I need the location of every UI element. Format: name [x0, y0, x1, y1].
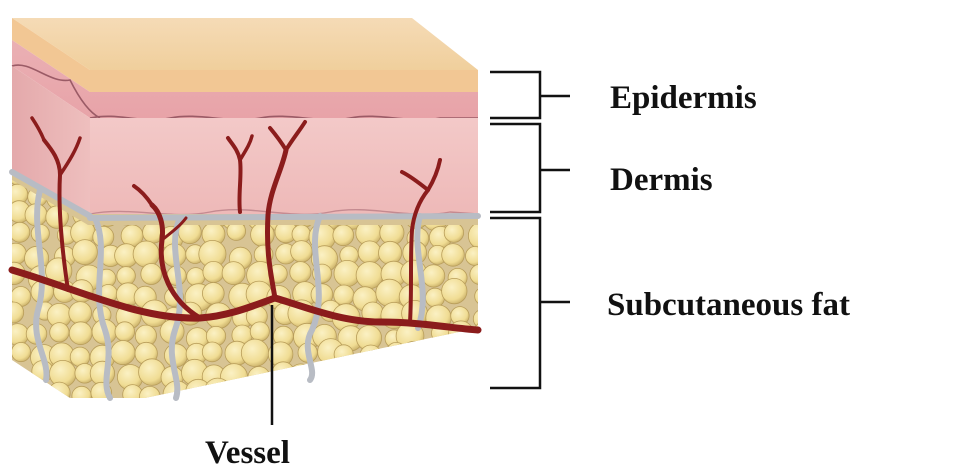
fat-cell — [222, 262, 245, 285]
fat-cell — [401, 341, 427, 367]
skin-top-surface — [12, 18, 478, 92]
fat-cell — [48, 382, 70, 404]
fat-cell — [466, 247, 485, 266]
fat-cell — [111, 341, 135, 365]
fat-cell — [356, 381, 379, 404]
fat-cell — [69, 322, 92, 345]
fat-cell — [425, 386, 449, 410]
fat-cell — [444, 386, 463, 405]
fat-cell — [139, 359, 166, 386]
fat-cell — [10, 369, 30, 389]
fat-cell — [313, 366, 338, 391]
fat-cell — [226, 383, 253, 410]
fat-cell — [248, 385, 268, 405]
subcutaneous-fat-label: Subcutaneous fat — [607, 287, 850, 323]
fat-cell — [248, 367, 270, 389]
fat-cell — [339, 358, 365, 384]
fat-cell — [117, 267, 136, 286]
fat-cell — [386, 342, 406, 362]
fat-cell — [384, 385, 404, 405]
fat-cell — [331, 383, 354, 406]
fat-cell — [471, 364, 489, 382]
fat-cell — [3, 302, 24, 323]
fat-cell — [115, 322, 135, 342]
fat-cell — [204, 378, 231, 405]
fat-cell — [333, 225, 354, 246]
fat-cell — [290, 262, 311, 283]
fat-cell — [444, 364, 467, 387]
fat-cell — [376, 279, 403, 306]
fat-cell — [11, 385, 31, 405]
fat-cell — [72, 240, 97, 265]
fat-cell — [202, 283, 224, 305]
fat-cell — [250, 322, 269, 341]
fat-cell — [360, 345, 382, 367]
fat-cell — [406, 389, 425, 408]
fat-cell — [312, 384, 340, 412]
fat-cell — [426, 345, 451, 370]
fat-cell — [72, 386, 91, 405]
epidermis-label: Epidermis — [610, 80, 757, 116]
fat-cell — [220, 364, 247, 391]
fat-cell — [444, 347, 465, 368]
fat-cell — [5, 243, 26, 264]
fat-cell — [7, 324, 29, 346]
fat-cell — [470, 264, 490, 284]
fat-cell — [468, 222, 496, 250]
vessel-label: Vessel — [205, 435, 290, 471]
fat-cell — [475, 287, 493, 305]
fat-cell — [365, 363, 384, 382]
fat-cell — [358, 241, 381, 264]
fat-cell — [139, 386, 160, 407]
fat-cell — [471, 342, 499, 370]
fat-cell — [133, 241, 159, 267]
fat-cell — [50, 323, 69, 342]
fat-cell — [202, 342, 222, 362]
fat-cell — [11, 343, 30, 362]
fat-cell — [334, 345, 353, 364]
dermis-label: Dermis — [610, 162, 713, 198]
epidermis-bracket — [490, 72, 570, 118]
fat-cell — [444, 223, 463, 242]
fat-cell — [378, 368, 396, 386]
fat-cell — [292, 382, 313, 403]
fat-cell — [90, 361, 114, 385]
fat-cell — [468, 387, 487, 406]
fat-cell — [442, 244, 465, 267]
fat-cell — [379, 241, 402, 264]
fat-cell — [422, 265, 444, 287]
fat-cell — [187, 268, 205, 286]
dermis-bracket — [490, 124, 570, 212]
fat-cell — [241, 339, 268, 366]
fat-cell — [69, 302, 92, 325]
fat-cell — [251, 223, 275, 247]
fat-cell — [203, 261, 224, 282]
fat-cell — [272, 362, 294, 384]
fat-cell — [428, 361, 449, 382]
fat-cell — [400, 360, 428, 388]
fat-cell — [10, 222, 30, 242]
fat-cell — [29, 385, 52, 408]
fat-cell — [141, 264, 162, 285]
fat-cell — [291, 241, 313, 263]
subcutaneous-fat-bracket — [490, 218, 570, 388]
fat-cell — [442, 278, 467, 303]
